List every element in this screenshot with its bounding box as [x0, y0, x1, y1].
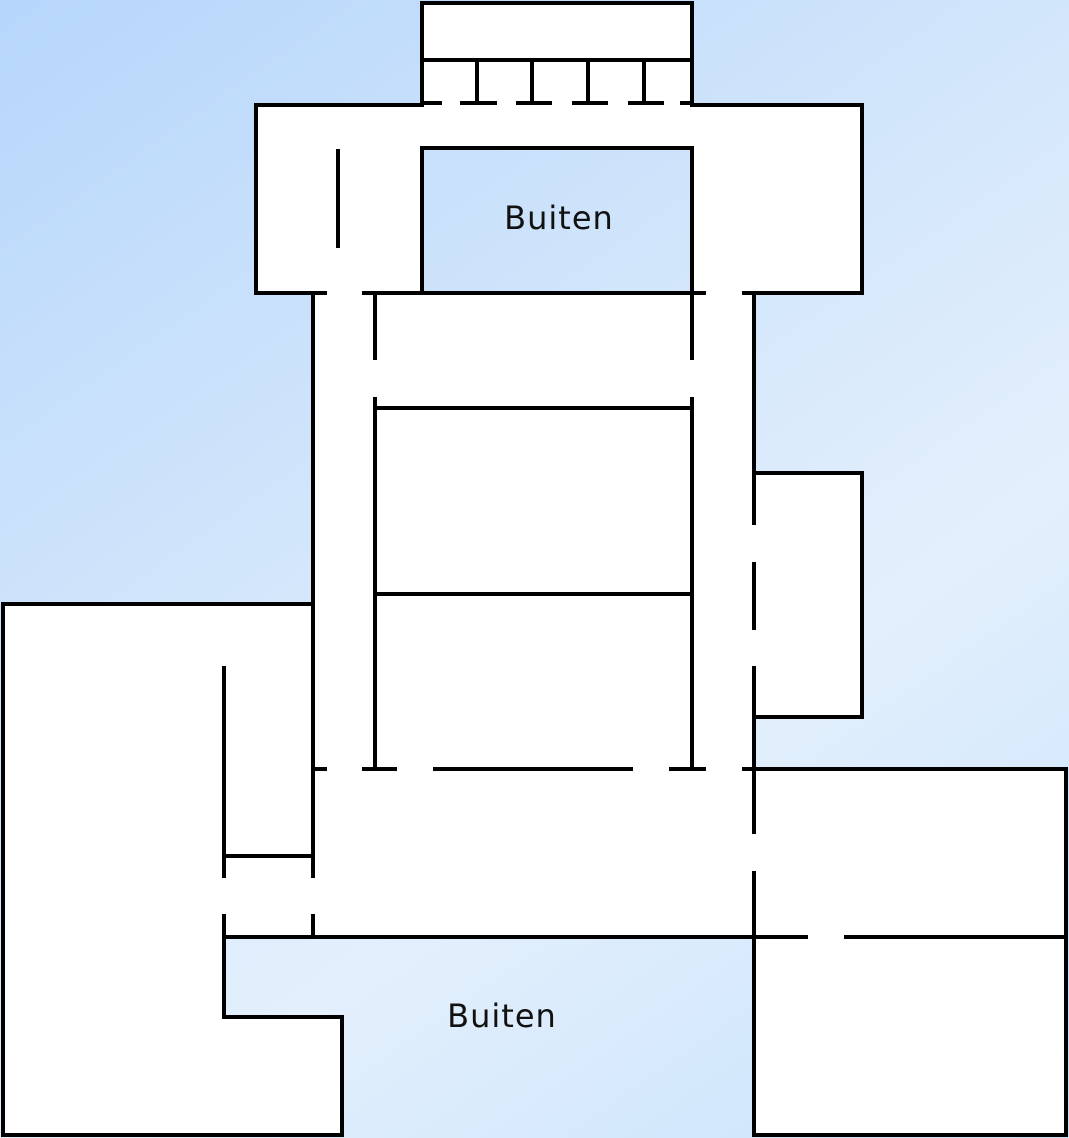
room-top-corridor [422, 103, 692, 148]
room-east-annex [754, 473, 862, 717]
courtyard-label-top: Buiten [504, 199, 614, 237]
room-top-wing-right [692, 103, 862, 293]
courtyard-label-bottom: Buiten [447, 997, 557, 1035]
room-south-east-wing [754, 769, 1066, 1135]
door-gap [300, 878, 326, 914]
floor-areas [3, 3, 1066, 1135]
room-top-block [422, 3, 692, 103]
room-west-wing [3, 604, 342, 1135]
room-central-wing [313, 293, 754, 937]
